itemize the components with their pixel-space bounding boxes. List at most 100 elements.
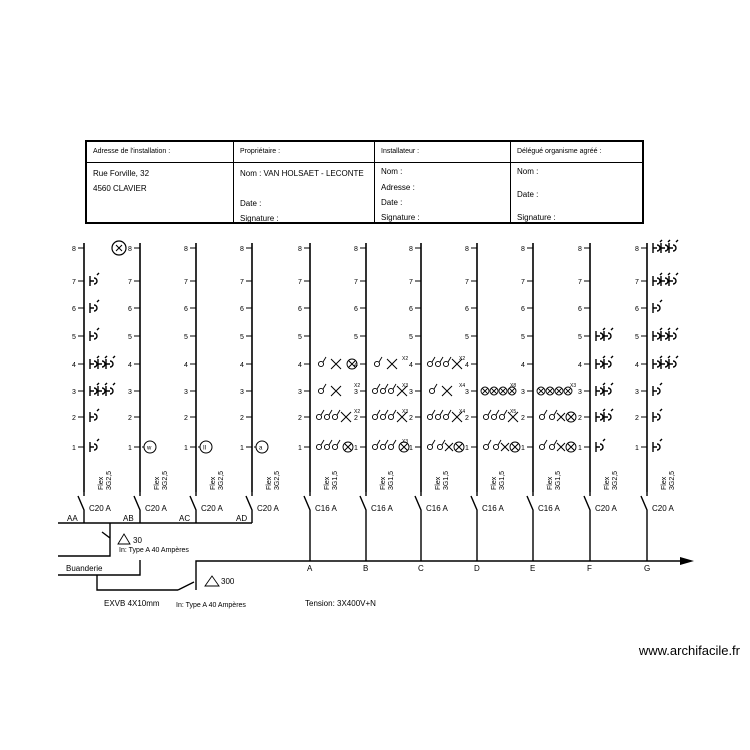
cable-section: 3G2,5	[669, 471, 676, 490]
symbol-appliance-ii: II	[198, 440, 213, 454]
position-label-4: 4	[184, 362, 188, 369]
circuit-label-aa: AA	[67, 514, 78, 523]
address-header: Adresse de l'installation :	[87, 142, 233, 163]
circuit-label-d: D	[474, 564, 480, 573]
symbol-socket	[652, 382, 663, 396]
breaker-rating: C16 A	[315, 504, 337, 513]
position-label-6: 6	[578, 306, 582, 313]
cable-label: Flex	[154, 476, 161, 490]
multiplier-label: X3	[402, 439, 408, 445]
installation-info-table: Adresse de l'installation : Rue Forville…	[85, 140, 644, 224]
position-label-1: 1	[128, 445, 132, 452]
position-label-1: 1	[240, 445, 244, 452]
position-label-6: 6	[465, 306, 469, 313]
cable-label: Flex	[380, 476, 387, 490]
position-label-2: 2	[521, 415, 525, 422]
multiplier-label: X2	[354, 409, 360, 415]
position-label-2: 2	[354, 415, 358, 422]
position-label-7: 7	[409, 279, 413, 286]
position-label-8: 8	[298, 246, 302, 253]
position-label-8: 8	[128, 246, 132, 253]
symbol-appliance-a: a	[254, 440, 269, 454]
multiplier-label: X4	[459, 383, 465, 389]
multiplier-label: X3	[402, 409, 408, 415]
position-label-7: 7	[240, 279, 244, 286]
position-label-8: 8	[240, 246, 244, 253]
symbol-lamps-x8	[480, 386, 517, 396]
symbol-switch-lamp	[538, 409, 577, 423]
breaker-switch	[414, 492, 422, 518]
position-label-8: 8	[72, 246, 76, 253]
circuit-label-b: B	[363, 564, 368, 573]
position-label-3: 3	[240, 389, 244, 396]
differential-30-triangle	[117, 533, 131, 545]
position-label-1: 1	[465, 445, 469, 452]
multiplier-label: X5	[510, 409, 516, 415]
circuit-label-e: E	[530, 564, 535, 573]
symbol-switches-x3	[371, 409, 408, 423]
position-label-5: 5	[521, 334, 525, 341]
delegate-header: Délégué organisme agréé :	[511, 142, 642, 163]
position-label-6: 6	[298, 306, 302, 313]
circuit-label-g: G	[644, 564, 650, 573]
svg-text:II: II	[203, 446, 207, 452]
symbol-socket3	[652, 239, 679, 253]
position-label-1: 1	[72, 445, 76, 452]
differential-300-note: In: Type A 40 Ampères	[176, 602, 246, 609]
delegate-column: Délégué organisme agréé : Nom : Date : S…	[510, 142, 642, 222]
buanderie-label: Buanderie	[66, 564, 103, 573]
position-label-1: 1	[354, 445, 358, 452]
installer-name: Nom :	[381, 167, 403, 176]
tension-label: Tension: 3X400V+N	[305, 599, 376, 608]
position-label-5: 5	[298, 334, 302, 341]
address-line-1: Rue Forville, 32	[93, 169, 150, 178]
multiplier-label: X2	[354, 383, 360, 389]
position-label-5: 5	[635, 334, 639, 341]
breaker-switch	[189, 492, 197, 518]
position-label-6: 6	[184, 306, 188, 313]
position-label-7: 7	[128, 279, 132, 286]
symbol-socket	[89, 327, 100, 341]
position-label-4: 4	[635, 362, 639, 369]
cable-section: 3G1,5	[443, 471, 450, 490]
position-label-4: 4	[354, 362, 358, 369]
busbar-arrow	[680, 557, 694, 565]
circuit-label-a: A	[307, 564, 313, 573]
position-label-1: 1	[578, 445, 582, 452]
position-label-7: 7	[521, 279, 525, 286]
position-label-3: 3	[298, 389, 302, 396]
position-label-1: 1	[521, 445, 525, 452]
installer-column: Installateur : Nom : Adresse : Date : Si…	[374, 142, 510, 222]
address-column: Adresse de l'installation : Rue Forville…	[87, 142, 233, 222]
position-label-7: 7	[298, 279, 302, 286]
position-label-1: 1	[409, 445, 413, 452]
position-label-8: 8	[184, 246, 188, 253]
installer-header: Installateur :	[375, 142, 510, 163]
cable-section: 3G1,5	[332, 471, 339, 490]
svg-text:a: a	[259, 446, 263, 452]
owner-signature: Signature :	[240, 214, 279, 223]
breaker-rating: C16 A	[426, 504, 448, 513]
multiplier-label: X3	[570, 383, 576, 389]
symbol-switch-lamp	[482, 439, 521, 453]
symbol-appliance-w: w	[142, 440, 157, 454]
position-label-5: 5	[72, 334, 76, 341]
breaker-switch	[526, 492, 534, 518]
symbol-socket3	[652, 272, 679, 286]
cable-label: Flex	[435, 476, 442, 490]
symbol-switches-x	[315, 409, 352, 423]
position-label-7: 7	[184, 279, 188, 286]
differential-300-triangle	[204, 575, 220, 587]
symbol-switches-lamp	[315, 439, 354, 453]
cable-label: Flex	[98, 476, 105, 490]
position-label-5: 5	[184, 334, 188, 341]
main-busbar	[177, 560, 680, 591]
